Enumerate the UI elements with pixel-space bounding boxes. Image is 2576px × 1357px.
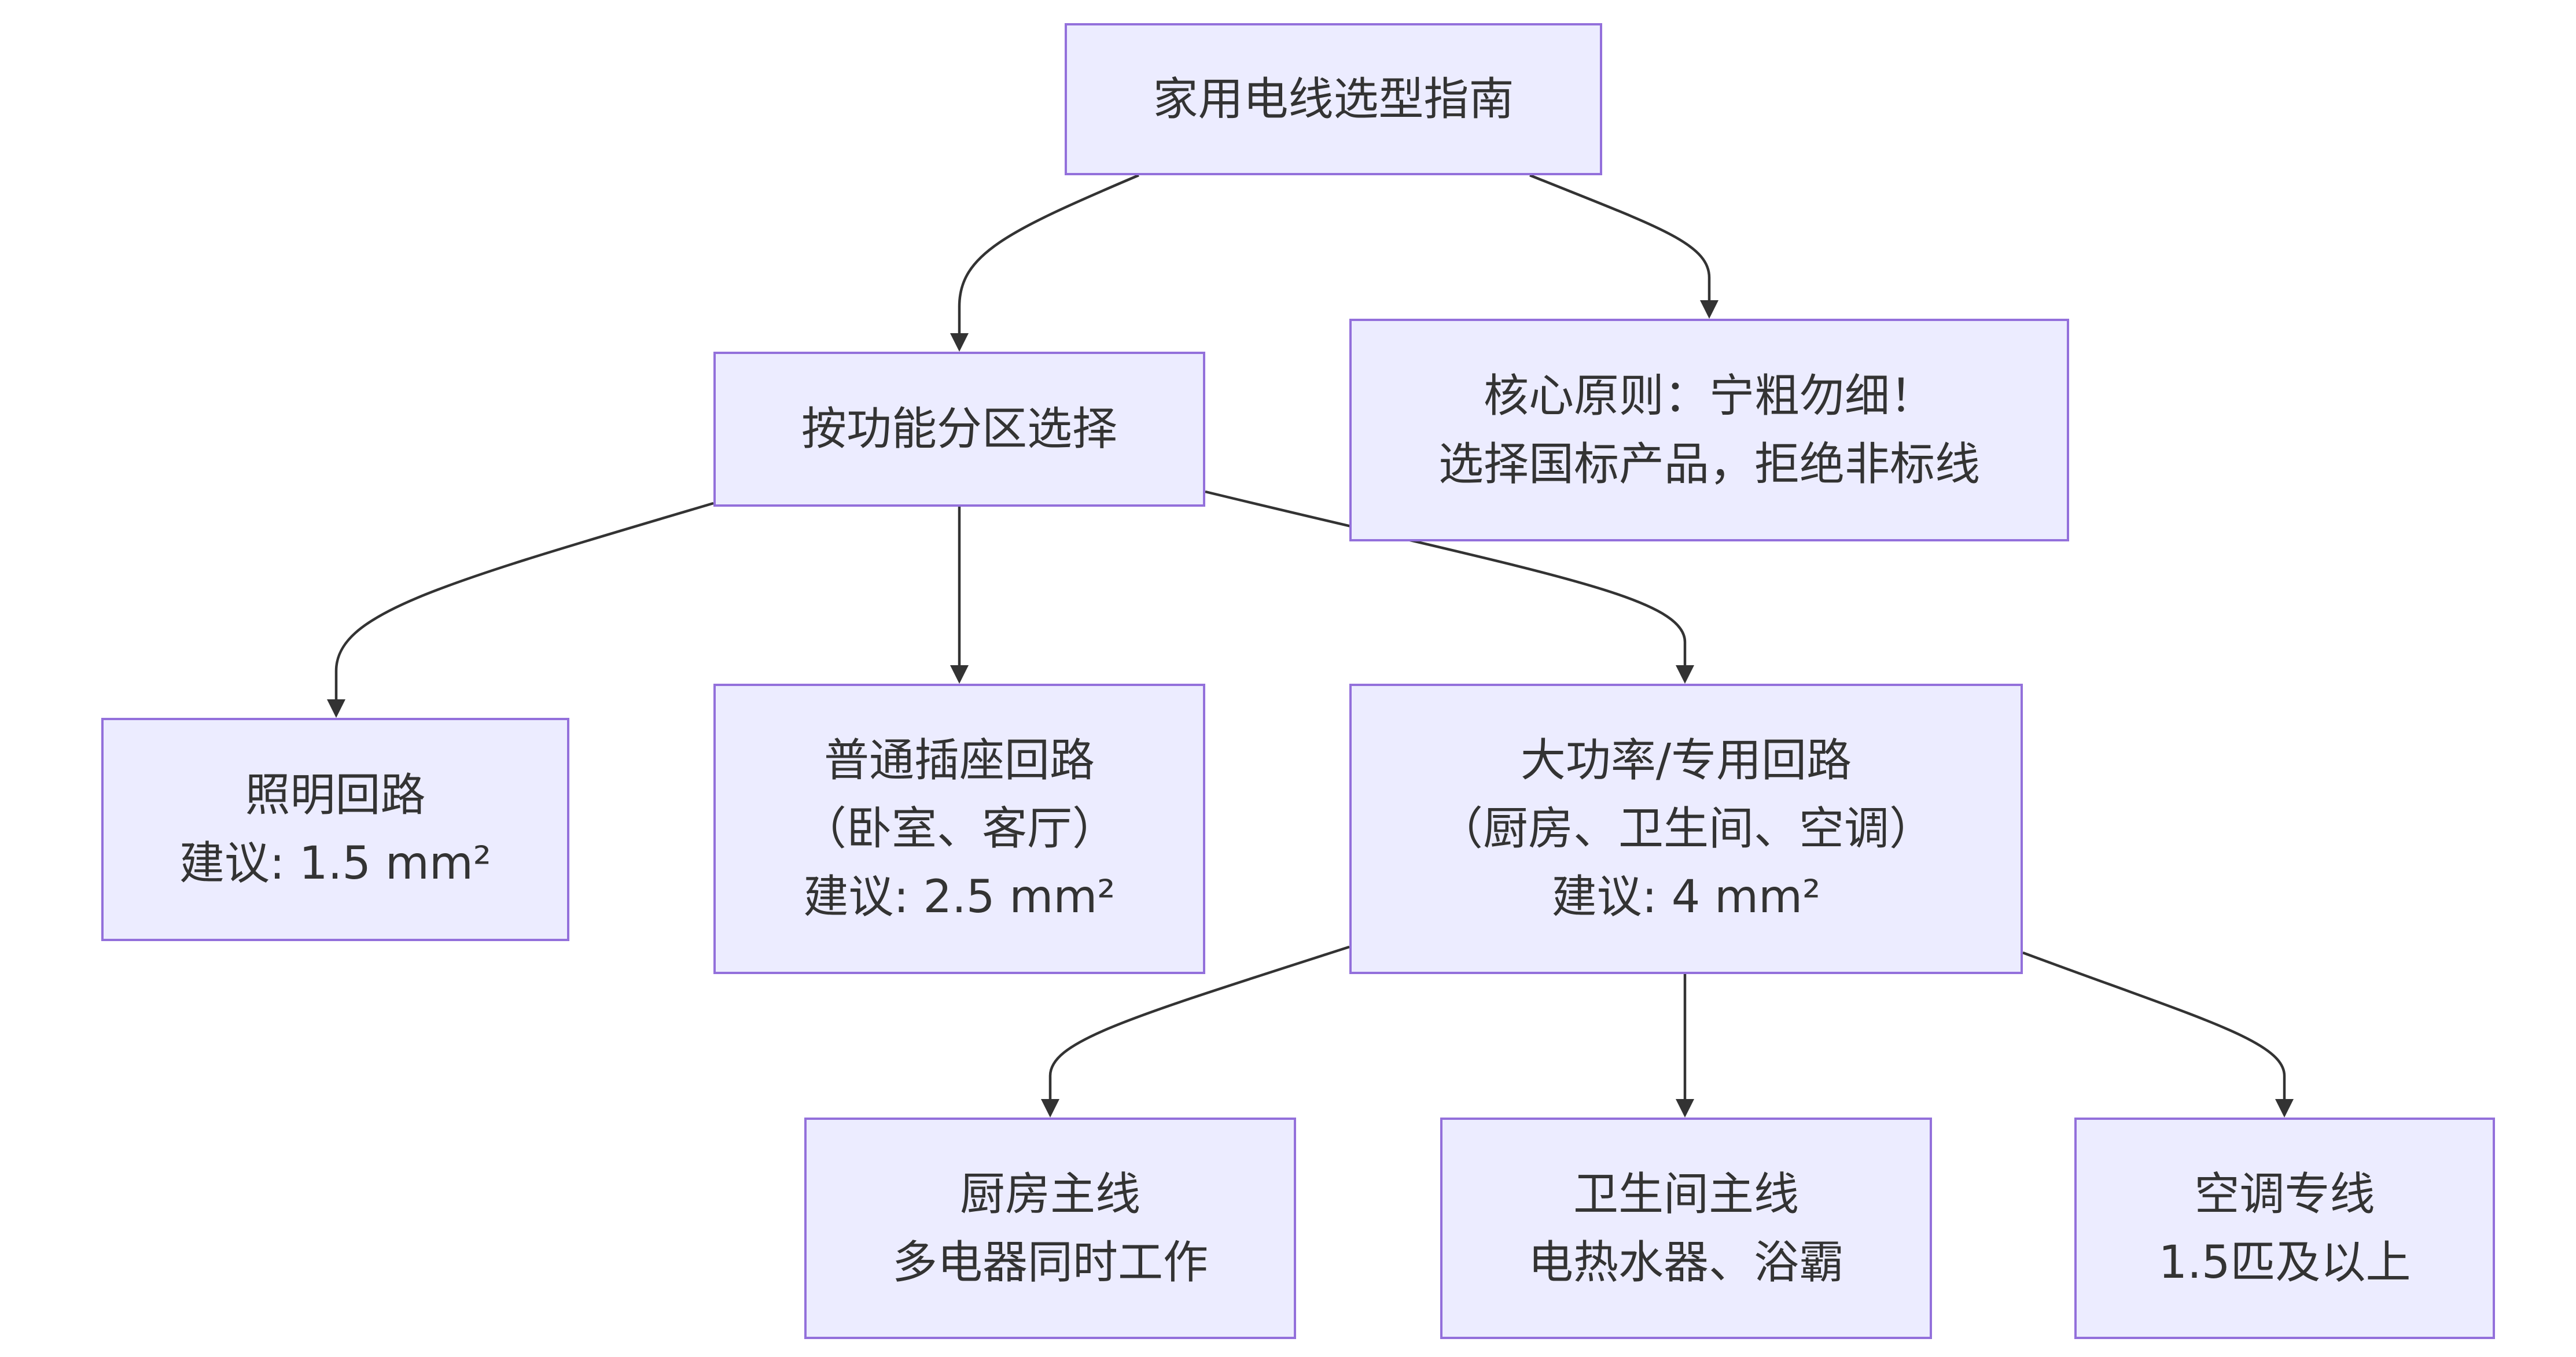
node-kitchen-line: 厨房主线 多电器同时工作 xyxy=(804,1118,1296,1339)
node-label-line: （卧室、客厅） xyxy=(801,803,1117,855)
edge-zone-to-lighting xyxy=(327,502,714,718)
node-label-line: 电热水器、浴霸 xyxy=(1528,1236,1844,1289)
node-label-line: 卫生间主线 xyxy=(1573,1168,1799,1220)
edge-high-power-to-ac xyxy=(2022,951,2294,1118)
node-bathroom-line: 卫生间主线 电热水器、浴霸 xyxy=(1440,1118,1932,1339)
node-label-line: 大功率/专用回路 xyxy=(1520,735,1852,787)
node-zone-selection: 按功能分区选择 xyxy=(713,352,1205,507)
node-label-line: 按功能分区选择 xyxy=(801,403,1117,455)
node-label-line: 多电器同时工作 xyxy=(892,1236,1208,1289)
node-root-guide-title: 家用电线选型指南 xyxy=(1065,23,1602,175)
edge-root-to-zone xyxy=(950,174,1139,352)
node-ac-line: 空调专线 1.5匹及以上 xyxy=(2074,1118,2495,1339)
node-socket-circuit: 普通插座回路 （卧室、客厅） 建议: 2.5 mm² xyxy=(713,684,1205,974)
node-label-line: 1.5匹及以上 xyxy=(2158,1236,2411,1289)
edge-root-to-principle xyxy=(1529,174,1718,319)
node-label-line: 空调专线 xyxy=(2194,1168,2375,1220)
node-high-power-circuit: 大功率/专用回路 （厨房、卫生间、空调） 建议: 4 mm² xyxy=(1349,684,2023,974)
node-label-line: 照明回路 xyxy=(245,769,426,821)
node-label-line: （厨房、卫生间、空调） xyxy=(1437,803,1934,855)
node-label-line: 选择国标产品，拒绝非标线 xyxy=(1438,438,1980,491)
node-label-line: 核心原则：宁粗勿细！ xyxy=(1483,370,1935,422)
node-label-line: 家用电线选型指南 xyxy=(1153,73,1514,126)
node-lighting-circuit: 照明回路 建议: 1.5 mm² xyxy=(101,718,569,941)
node-label-line: 建议: 1.5 mm² xyxy=(179,838,492,890)
edge-zone-to-high-power xyxy=(1205,490,1694,684)
node-label-line: 厨房主线 xyxy=(959,1168,1140,1220)
node-core-principle: 核心原则：宁粗勿细！ 选择国标产品，拒绝非标线 xyxy=(1349,319,2069,541)
edge-high-power-to-kitchen xyxy=(1041,945,1350,1118)
node-label-line: 建议: 2.5 mm² xyxy=(803,871,1116,923)
node-label-line: 建议: 4 mm² xyxy=(1551,871,1821,923)
node-label-line: 普通插座回路 xyxy=(823,735,1095,787)
